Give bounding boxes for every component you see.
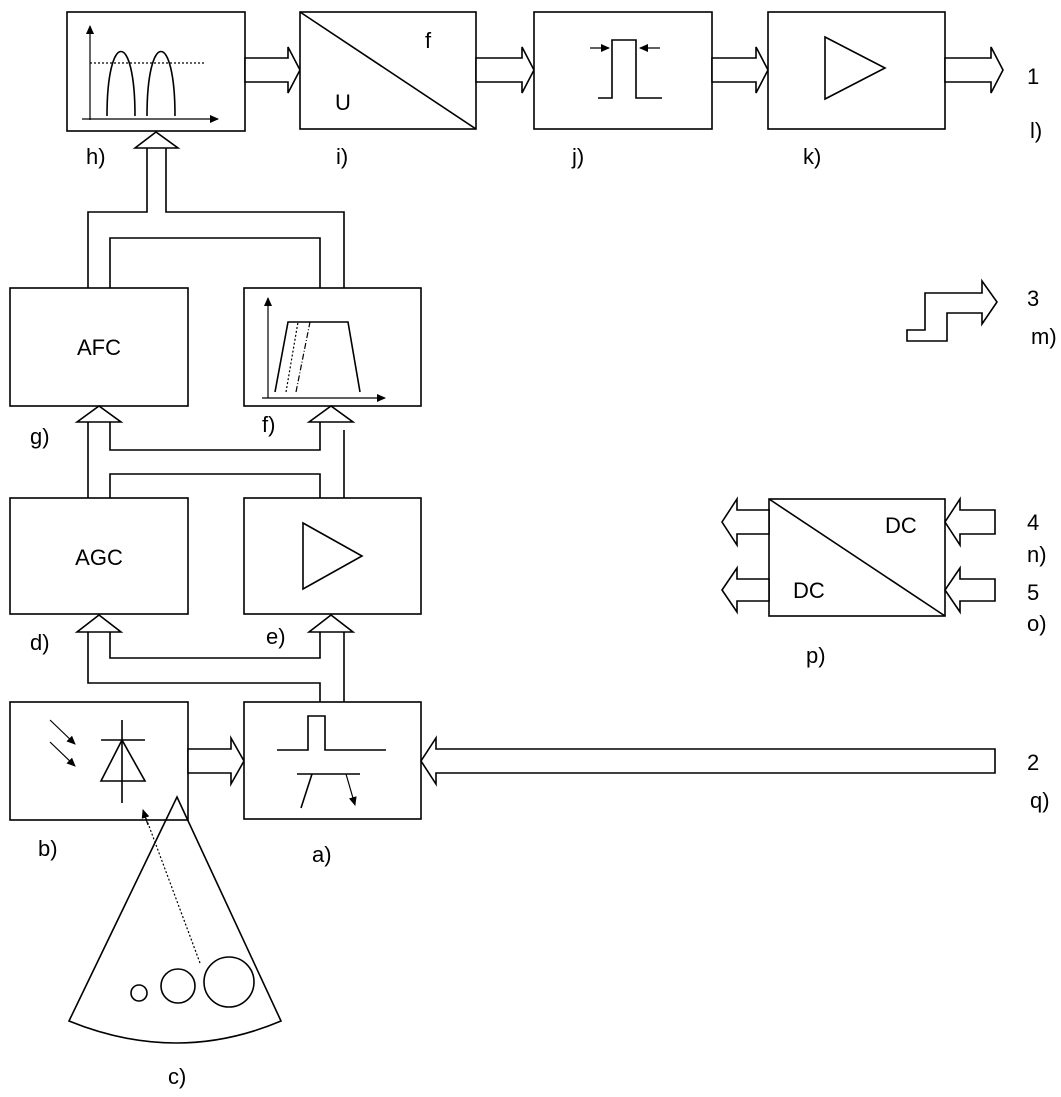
block-g-afc: AFC	[9, 287, 189, 407]
label-q: q)	[1030, 788, 1050, 813]
label-a: a)	[312, 842, 332, 867]
label-i: i)	[336, 144, 348, 169]
label-l: l)	[1030, 118, 1042, 143]
label-j: j)	[571, 144, 584, 169]
label-o: o)	[1027, 611, 1047, 636]
input-arrow-2	[420, 735, 996, 787]
label-e: e)	[266, 624, 286, 649]
label-k: k)	[803, 144, 821, 169]
label-n: n)	[1027, 542, 1047, 567]
label-g: g)	[30, 424, 50, 449]
converter-f-label: f	[425, 28, 432, 53]
port-3-symbol	[906, 278, 998, 342]
block-b-photodiode	[9, 701, 189, 821]
arrow-i-to-j	[475, 46, 535, 94]
label-h: h)	[86, 144, 106, 169]
bus-a-to-agc	[74, 613, 356, 702]
block-h-bandpass-display	[66, 11, 246, 132]
bus-afc-to-h	[87, 131, 345, 288]
dc-top-label: DC	[885, 513, 917, 538]
afc-label: AFC	[77, 335, 121, 360]
label-m: m)	[1031, 324, 1057, 349]
port-1-label: 1	[1027, 64, 1039, 89]
label-b: b)	[38, 836, 58, 861]
block-f-filter-characteristic	[243, 287, 422, 407]
block-e-amplifier	[243, 497, 422, 615]
block-j-pulse-shaper	[533, 11, 713, 130]
block-p-dc-dc-converter: DC DC	[768, 498, 946, 617]
port-2-label: 2	[1027, 750, 1039, 775]
arrow-j-to-k	[711, 46, 769, 94]
sector-scan-image	[67, 795, 283, 1044]
arrow-b-to-a	[187, 734, 245, 788]
agc-label: AGC	[75, 545, 123, 570]
dc-output-arrow-top	[721, 496, 770, 548]
input-arrow-4	[944, 496, 996, 548]
output-arrow-1	[944, 46, 1004, 94]
input-arrow-5	[944, 565, 996, 615]
block-a-duplexer	[243, 701, 422, 820]
block-k-output-amplifier	[767, 11, 946, 130]
label-f: f)	[262, 412, 275, 437]
block-i-voltage-frequency-converter: f U	[299, 11, 477, 130]
label-c: c)	[168, 1064, 186, 1089]
block-d-agc: AGC	[9, 497, 189, 615]
arrow-h-to-i	[244, 46, 301, 94]
port-4-label: 4	[1027, 510, 1039, 535]
dc-output-arrow-bottom	[721, 565, 770, 615]
dc-bottom-label: DC	[793, 578, 825, 603]
port-3-label: 3	[1027, 286, 1039, 311]
port-5-label: 5	[1027, 580, 1039, 605]
bus-agc-to-afc	[74, 405, 356, 498]
label-d: d)	[30, 630, 50, 655]
label-p: p)	[806, 643, 826, 668]
converter-u-label: U	[335, 90, 351, 115]
